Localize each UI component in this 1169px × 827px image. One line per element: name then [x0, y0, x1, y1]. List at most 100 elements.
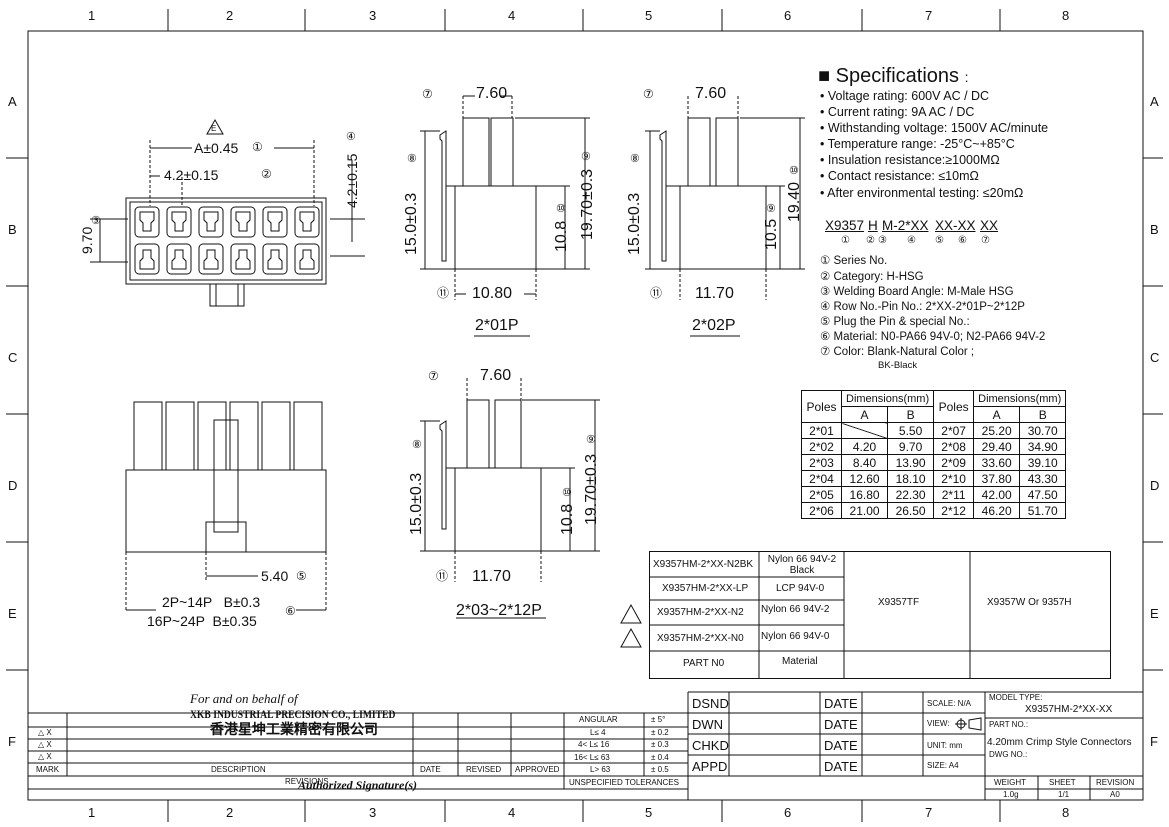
legend-item: ② Category: H-HSG [820, 271, 924, 283]
spec-item: • Current rating: 9A AC / DC [820, 105, 975, 119]
role-dwn: DWN [692, 717, 724, 732]
row-label-b: B [8, 222, 17, 237]
side02-height-right-ref: ⑩ [789, 165, 799, 177]
side03-height-inner-ref: ⑩ [562, 487, 572, 499]
view-label: VIEW: [927, 719, 950, 728]
legend-item: ③ Welding Board Angle: M-Male HSG [820, 286, 1014, 298]
parts-table: X9357HM-2*XX-N2BK Nylon 66 94V-2 Black X… [649, 551, 1111, 679]
col-mark: MARK [36, 765, 60, 774]
side02-width-bottom-ref: ⑪ [650, 286, 663, 300]
part-row-material: Nylon 66 94V-0 [761, 631, 830, 642]
date-label: DATE [824, 696, 858, 711]
part-row-code: X9357HM-2*XX-LP [662, 583, 749, 594]
code-ref-5: ⑤ [935, 235, 944, 246]
front-dim-row-ref: ④ [346, 131, 356, 143]
col-label-7-bottom: 7 [925, 805, 933, 820]
size-label: SIZE: A4 [927, 761, 959, 770]
legend-item: ① Series No. [820, 255, 888, 267]
col-label-4: 4 [508, 8, 516, 23]
code-ref-3: ③ [878, 235, 887, 246]
side01-height-right: 19.70±0.3 [579, 168, 596, 240]
rev-triangle-2 [620, 627, 642, 648]
bottom-dim-offset: 5.40 [261, 568, 289, 584]
part-row-material: LCP 94V-0 [776, 583, 825, 594]
part-footer-material: Material [782, 656, 818, 667]
col-approved: APPROVED [515, 765, 560, 774]
tol-value: ± 0.2 [651, 728, 669, 737]
col-label-3-bottom: 3 [369, 805, 377, 820]
row-label-a: A [8, 94, 17, 109]
part-row-code: X9357HM-2*XX-N0 [657, 633, 744, 644]
model-type: X9357HM-2*XX-XX [1025, 704, 1113, 715]
bottom-note-ref: ⑥ [285, 604, 296, 618]
bottom-note-1: 2P~14P B±0.3 [162, 594, 261, 610]
side03-height-right: 19.70±0.3 [583, 453, 600, 525]
row-label-d: D [8, 478, 18, 493]
date-label: DATE [824, 717, 858, 732]
weight: 1.0g [1003, 790, 1019, 799]
part-footer-part: PART N0 [683, 658, 725, 669]
company-cn: 香港星坤工業精密有限公司 [210, 721, 378, 737]
row-label-c: C [8, 350, 18, 365]
unit-label: UNIT: mm [927, 741, 963, 750]
front-view [90, 118, 365, 307]
sheet-label: SHEET [1049, 778, 1076, 787]
legend-extra: BK-Black [878, 360, 918, 371]
code-ref-6: ⑥ [958, 235, 967, 246]
dwg-no-label: DWG NO.: [989, 750, 1028, 759]
th-b-2: B [1019, 406, 1067, 423]
row-label-c-right: C [1150, 350, 1160, 365]
bottom-note-2: 16P~24P B±0.35 [147, 613, 257, 629]
th-dims: Dimensions(mm) [840, 390, 935, 407]
row-label-f-right: F [1150, 734, 1158, 749]
part-row-code: X9357HM-2*XX-N2BK [653, 559, 754, 570]
col-label-8: 8 [1062, 8, 1070, 23]
title-block [28, 691, 1143, 800]
side02-label: 2*02P [692, 317, 736, 334]
row-label-d-right: D [1150, 478, 1160, 493]
code-ref-2: ② [866, 235, 875, 246]
revision: A0 [1110, 790, 1120, 799]
date-label: DATE [824, 759, 858, 774]
tol-range: 4< L≤ 16 [578, 740, 610, 749]
part-code-4: XX-XX [935, 218, 976, 233]
front-dim-row: 4.2±0.15 [344, 153, 360, 208]
side-view-03 [420, 378, 600, 619]
side01-height-left-ref: ⑧ [407, 153, 417, 165]
revision-label: REVISION [1096, 778, 1135, 787]
legend-item: ④ Row No.-Pin No.: 2*XX-2*01P~2*12P [820, 301, 1025, 313]
tol-range: L> 63 [590, 765, 611, 774]
col-revised: REVISED [466, 765, 502, 774]
role-chkd: CHKD [692, 738, 729, 753]
row-label-e-right: E [1150, 606, 1159, 621]
front-dim-pitch-ref: ② [261, 167, 272, 181]
side-view-01 [420, 95, 590, 337]
specs-title: ■ Specifications : [818, 65, 969, 87]
side02-height-inner-ref: ⑨ [766, 203, 776, 215]
role-appd: APPD [692, 759, 728, 774]
part-col3: X9357TF [878, 597, 920, 608]
col-label-6-bottom: 6 [784, 805, 792, 820]
row-label-b-right: B [1150, 222, 1159, 237]
side02-height-right: 19.40 [786, 181, 803, 222]
spec-item: • Contact resistance: ≤10mΩ [820, 169, 979, 183]
code-ref-7: ⑦ [981, 235, 990, 246]
col-label-8-bottom: 8 [1062, 805, 1070, 820]
specs-title-colon: : [964, 69, 969, 85]
side03-width-bottom-ref: ⑪ [436, 569, 449, 583]
side02-width-top-ref: ⑦ [643, 87, 654, 101]
side02-height-left-ref: ⑧ [630, 153, 640, 165]
col-label-5-bottom: 5 [645, 805, 653, 820]
side03-width-bottom: 11.70 [472, 568, 511, 585]
row-label-f: F [8, 734, 16, 749]
part-row-material: Nylon 66 94V-2 [761, 604, 830, 615]
front-dim-height: 9.70 [79, 226, 95, 254]
part-code-5: XX [980, 218, 999, 233]
dimensions-table: Poles Dimensions(mm) Poles Dimensions(mm… [801, 390, 1067, 519]
col-label-3: 3 [369, 8, 377, 23]
legend-item: ⑥ Material: N0-PA66 94V-0; N2-PA66 94V-2 [820, 331, 1046, 343]
